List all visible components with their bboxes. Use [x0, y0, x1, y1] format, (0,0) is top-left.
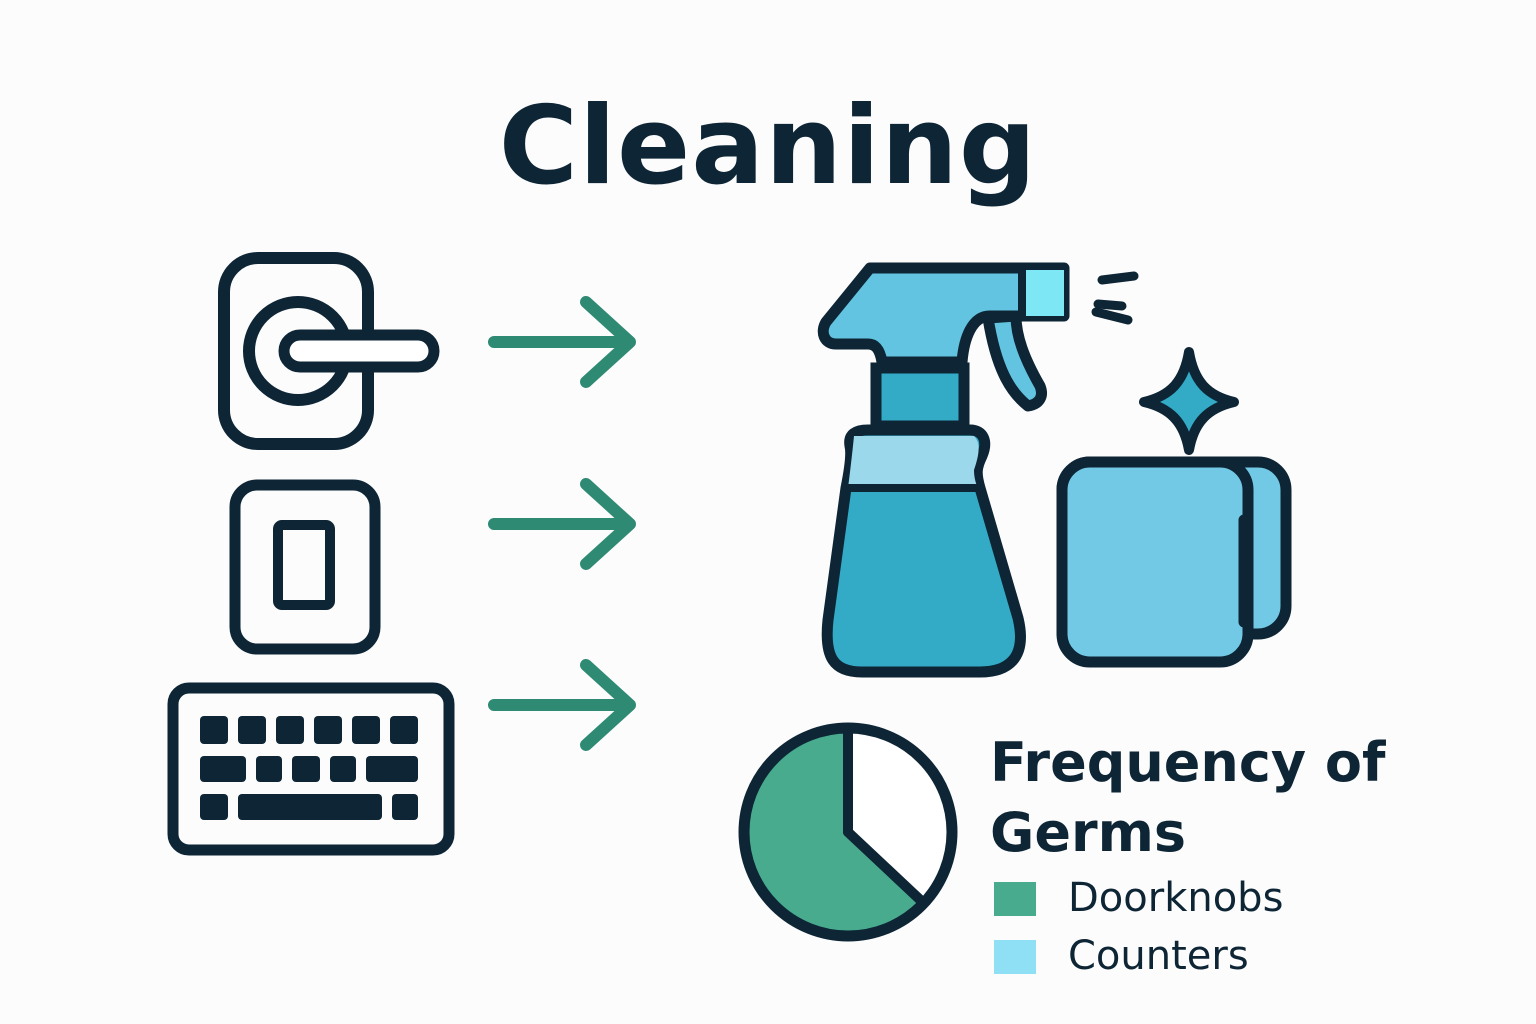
arrow-right-icon: [488, 478, 636, 570]
door-handle-icon: [218, 252, 440, 450]
legend-swatch-doorknobs: [994, 882, 1036, 916]
spray-mist-icon: [1091, 271, 1139, 325]
pie-chart-title: Frequency of Germs: [990, 731, 1386, 864]
light-switch-icon: [229, 479, 381, 655]
arrow-right-icon: [488, 659, 636, 751]
page-title: Cleaning: [498, 84, 1038, 209]
keyboard-icon: [167, 682, 455, 856]
sparkle-icon: [1139, 347, 1239, 455]
legend-label: Counters: [1068, 933, 1249, 979]
arrow-right-icon: [488, 296, 636, 388]
spray-bottle-icon: [817, 262, 1139, 678]
legend-swatch-counters: [994, 940, 1036, 974]
pie-chart: [738, 722, 958, 942]
cleaning-cloth-icon: [1056, 456, 1292, 668]
legend-label: Doorknobs: [1068, 875, 1284, 921]
